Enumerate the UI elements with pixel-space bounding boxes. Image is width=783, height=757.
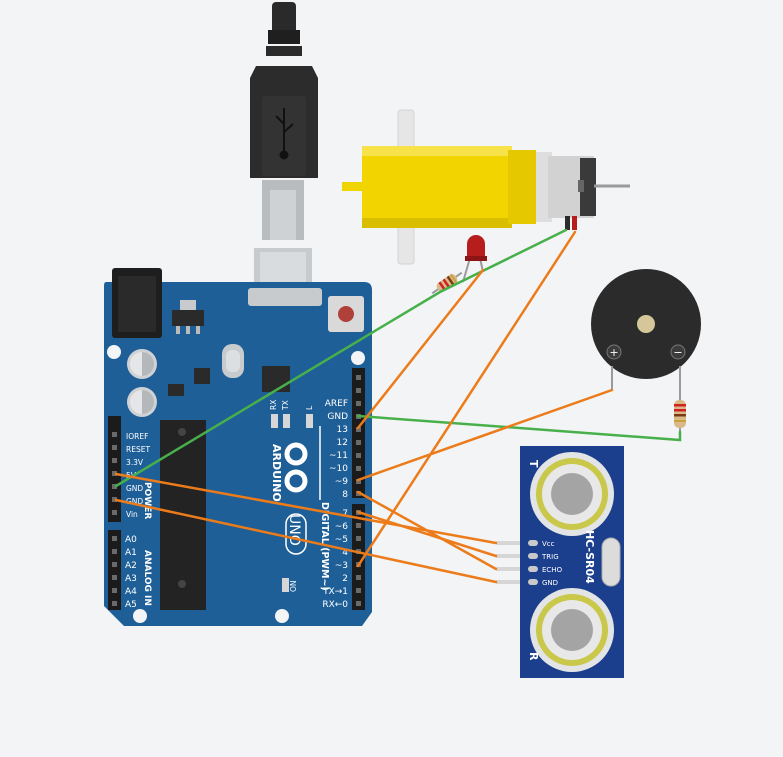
dc-gear-motor[interactable] [342,109,630,265]
power-section-title: POWER [142,482,152,519]
buzzer-minus-label: − [673,346,682,359]
power-pin-vin: Vin [126,510,138,519]
power-pin-gnd2: GND [126,497,143,506]
sensor-pin-trig: TRIG [541,553,559,561]
arduino-brand-text: ARDUINO [270,444,283,502]
wire-motor-to-pin3[interactable] [356,230,577,568]
digital-pin-13: 13 [337,425,348,435]
sensor-pin-gnd: GND [542,579,558,587]
wire-gnd-to-buzzer-resistor[interactable] [356,414,682,442]
sensor-pin-vcc: Vcc [542,540,555,548]
uno-text: UNO [286,514,302,546]
wire-5v-to-vcc[interactable] [114,472,498,545]
usb-symbol-icon [275,108,294,160]
digital-section-title: DIGITAL (PWM~) [319,502,330,591]
digital-header-top [352,368,365,498]
buzzer-plus-terminal [606,344,622,360]
sensor-receiver [530,588,614,672]
analog-section-title: ANALOG IN [142,550,152,606]
mount-hole [351,351,365,365]
usb-port [248,288,322,306]
arduino-infinity-logo [284,442,308,493]
analog-pin-a5: A5 [125,600,137,610]
digital-pin-12: 12 [337,438,348,448]
analog-header [108,530,121,610]
digital-pin-6: ~6 [335,522,349,532]
digital-pin-5: ~5 [335,535,348,545]
buzzer-minus-terminal [670,344,686,360]
digital-pin-7: 7 [342,509,348,519]
analog-pin-a3: A3 [125,574,137,584]
wire-gnd-to-sensor-gnd[interactable] [114,498,498,584]
rx-label: RX [269,400,278,410]
analog-pin-a1: A1 [125,548,137,558]
digital-pin-11: ~11 [329,451,348,461]
analog-pin-a0: A0 [125,535,137,545]
mount-hole [107,345,121,359]
tx-label: TX [281,400,290,411]
wire-led-to-pin13[interactable] [356,268,485,430]
sensor-r-mark: R [527,652,540,661]
mount-hole [133,609,147,623]
piezo-buzzer[interactable]: + − [591,269,701,396]
buzzer-plus-label: + [609,346,618,359]
mount-hole [275,609,289,623]
digital-pin-4: 4 [342,548,348,558]
analog-pin-a4: A4 [125,587,137,597]
digital-pin-9: ~9 [335,477,349,487]
power-pin-reset: RESET [126,445,150,454]
digital-pin-10: ~10 [329,464,348,474]
hc-sr04-ultrasonic-sensor[interactable]: HC-SR04 T R Vcc TRIG ECHO GND [496,446,624,678]
digital-pin-0: RX←0 [322,600,348,610]
reset-button[interactable] [328,296,364,332]
wire-gnd-to-motor[interactable] [114,228,568,488]
analog-pin-a2: A2 [125,561,137,571]
digital-pin-1: TX→1 [322,587,348,597]
sensor-model-label: HC-SR04 [583,530,596,584]
sensor-t-mark: T [527,460,540,468]
arduino-uno-board[interactable]: RX TX L ARDUINO UNO ON IOREF RESET 3.3V … [104,268,372,626]
on-label: ON [289,580,298,592]
wire-pin7-to-trig[interactable] [356,510,498,558]
digital-pin-aref: AREF [325,399,348,409]
power-header [108,416,121,522]
digital-pin-8: 8 [342,490,348,500]
power-pin-3v3: 3.3V [126,458,144,467]
sensor-pin-echo: ECHO [542,566,563,574]
digital-header-bottom [352,504,365,610]
l-label: L [305,405,314,410]
power-pin-gnd1: GND [126,484,143,493]
digital-pin-3: ~3 [335,561,348,571]
wire-pin9-to-buzzer[interactable] [356,388,614,482]
sensor-transmitter [530,452,614,536]
digital-pin-2: 2 [342,574,348,584]
led-resistor[interactable] [429,269,464,298]
power-pin-ioref: IOREF [126,432,148,441]
digital-pin-gnd: GND [327,412,348,422]
